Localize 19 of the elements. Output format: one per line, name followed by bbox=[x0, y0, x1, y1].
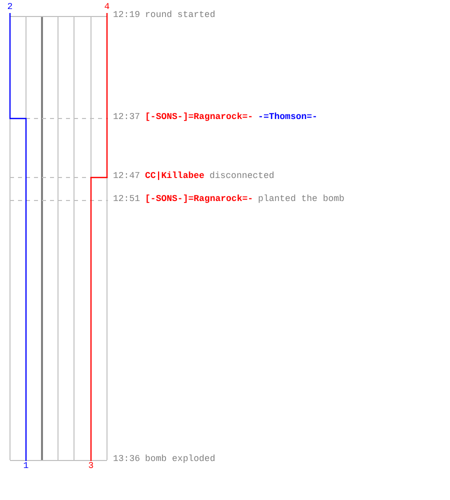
event-time: 13:36 bbox=[113, 454, 140, 464]
player-number: 4 bbox=[102, 2, 112, 12]
player-name: [-SONS-]=Ragnarock=- bbox=[145, 112, 254, 122]
player-name: [-SONS-]=Ragnarock=- bbox=[145, 194, 254, 204]
player-name: CC|Killabee bbox=[145, 171, 204, 181]
player-track-line bbox=[9, 13, 27, 461]
player-name: -=Thomson=- bbox=[258, 112, 318, 122]
event-time: 12:47 bbox=[113, 171, 140, 181]
player-number: 1 bbox=[21, 461, 31, 471]
event-text: planted the bomb bbox=[258, 194, 344, 204]
player-number: 3 bbox=[86, 461, 96, 471]
event-time: 12:51 bbox=[113, 194, 140, 204]
player-track-line bbox=[90, 13, 108, 461]
event-text: round started bbox=[145, 10, 216, 20]
event-text: bomb exploded bbox=[145, 454, 216, 464]
event-text: disconnected bbox=[209, 171, 274, 181]
event-time: 12:19 bbox=[113, 10, 140, 20]
player-number: 2 bbox=[5, 2, 15, 12]
event-time: 12:37 bbox=[113, 112, 140, 122]
